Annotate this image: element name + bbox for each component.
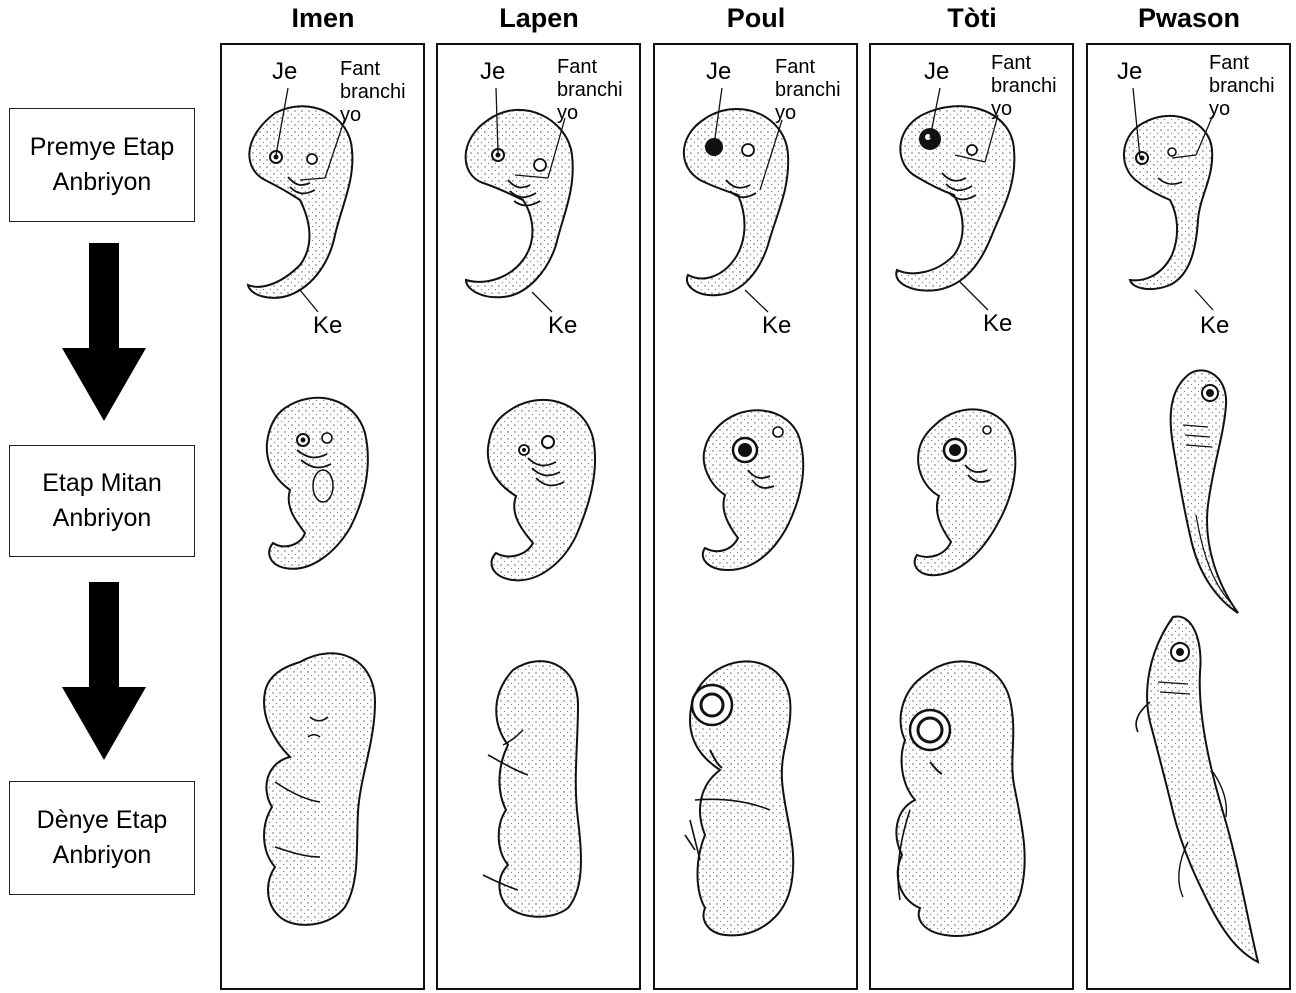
embryo-turtle-late (890, 650, 1050, 940)
embryo-human-late (250, 642, 400, 930)
embryo-turtle-middle (905, 400, 1035, 585)
embryo-fish-middle (1158, 365, 1248, 620)
embryo-rabbit-late (478, 650, 618, 920)
embryo-rabbit-middle (478, 388, 608, 588)
embryo-human-middle (255, 388, 385, 578)
embryo-fish-late (1128, 612, 1268, 982)
embryo-chicken-late (680, 650, 830, 940)
embryo-chicken-middle (690, 400, 820, 580)
